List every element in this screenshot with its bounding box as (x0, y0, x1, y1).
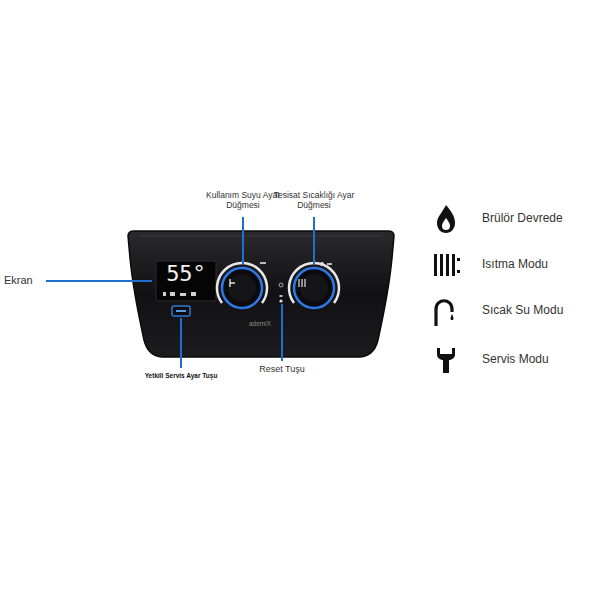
legend-icons (434, 205, 460, 373)
knob-label: Tesisat Sıcaklığı Ayar Düğmesi (264, 191, 364, 211)
legend-text: Isıtma Modu (482, 258, 548, 272)
button-label: Yetkili Servis Ayar Tuşu (124, 372, 238, 379)
screen-readout: 55° (158, 263, 214, 285)
legend-text: Sıcak Su Modu (482, 304, 563, 318)
brand-name: ademiX (232, 320, 288, 327)
legend-text: Brülör Devrede (482, 212, 563, 226)
legend-text: Servis Modu (482, 353, 549, 367)
callout-label: Ekran (4, 274, 44, 287)
button-label: Reset Tuşu (252, 364, 312, 374)
